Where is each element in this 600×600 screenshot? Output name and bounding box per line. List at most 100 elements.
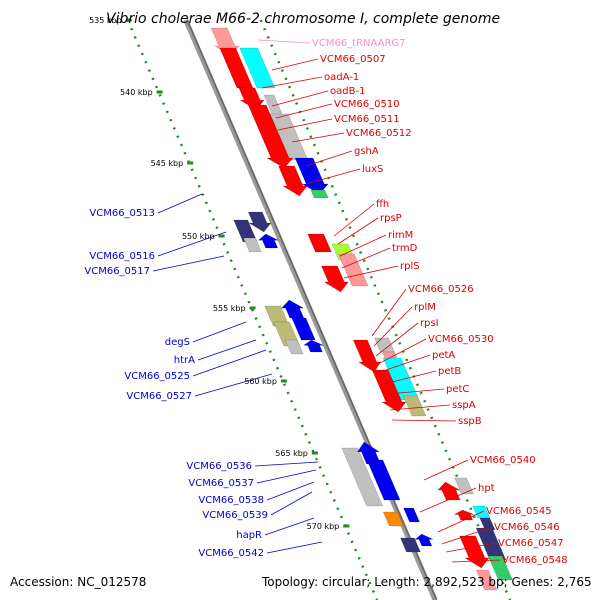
- kbp-tick: 560 kbp: [244, 377, 287, 386]
- inner-track-dots: [126, 19, 379, 600]
- gene-label-forward: VCM66_0548: [502, 555, 568, 566]
- tick-label: 550 kbp: [182, 232, 215, 241]
- gene-label-forward: VCM66_0547: [498, 538, 564, 549]
- label-leader: [270, 491, 313, 516]
- gene-label-forward: VCM66_0512: [346, 128, 412, 139]
- gene-feature: [454, 477, 474, 495]
- gene-feature: [247, 211, 272, 233]
- genome-backbone: [183, 19, 438, 600]
- label-leader: [305, 168, 361, 185]
- label-leader: [437, 510, 485, 533]
- label-leader: [419, 487, 477, 513]
- gene-feature: [459, 535, 490, 569]
- gene-feature: [233, 219, 258, 243]
- gene-feature: [403, 395, 427, 417]
- label-leader: [194, 373, 273, 397]
- gene-label-forward: rplM: [414, 302, 436, 313]
- gene-feature: [374, 337, 395, 353]
- label-leader: [343, 265, 399, 279]
- label-leader: [441, 526, 493, 545]
- label-leader: [377, 338, 427, 365]
- gene-feature: [307, 233, 332, 253]
- gene-features: [210, 27, 513, 591]
- gene-feature: [453, 509, 475, 521]
- outer-track-dots: [259, 19, 512, 600]
- label-leader: [387, 388, 445, 395]
- gene-feature: [341, 447, 384, 507]
- label-leader: [264, 517, 315, 536]
- gene-label-forward: rpsP: [380, 213, 402, 224]
- gene-feature: [403, 507, 420, 523]
- tick-label: 565 kbp: [275, 449, 308, 458]
- gene-feature: [414, 533, 434, 547]
- map-title: Vibrio cholerae M66-2 chromosome I, comp…: [106, 11, 500, 27]
- gene-label-forward: trmD: [392, 243, 418, 254]
- gene-label-forward: rplS: [400, 261, 420, 272]
- label-leader: [291, 132, 345, 143]
- gene-label-forward: VCM66_0540: [470, 455, 536, 466]
- gene-label-forward: hpt: [478, 483, 495, 494]
- gene-feature: [247, 104, 294, 169]
- gene-feature: [352, 339, 382, 373]
- label-leader: [277, 118, 333, 131]
- kbp-tick: 565 kbp: [275, 449, 318, 458]
- tick-label: 555 kbp: [213, 304, 246, 313]
- label-leader: [271, 90, 329, 107]
- label-leader: [157, 231, 227, 257]
- tick-label: 535 kbp: [89, 16, 122, 25]
- gene-feature: [257, 233, 279, 249]
- tick-label: 560 kbp: [244, 377, 277, 386]
- gene-label-forward: VCM66_0511: [334, 114, 400, 125]
- gene-label-forward: sspB: [458, 416, 482, 427]
- gene-feature: [337, 253, 369, 287]
- label-leader: [337, 217, 379, 245]
- label-leader: [157, 193, 203, 214]
- gene-label-forward: oadB-1: [330, 86, 365, 97]
- gene-label-reverse: VCM66_0542: [198, 548, 264, 559]
- gene-label-reverse: VCM66_0538: [198, 495, 264, 506]
- gene-label-forward: VCM66_0507: [320, 54, 386, 65]
- gene-label-reverse: VCM66_0513: [89, 208, 155, 219]
- gene-feature: [294, 157, 329, 195]
- gene-feature: [371, 369, 407, 413]
- gene-label-forward: rimM: [388, 230, 413, 241]
- gene-feature: [291, 317, 316, 341]
- label-leader: [383, 370, 437, 385]
- label-leader-lines: [152, 39, 501, 563]
- backbone-shadow: [186, 19, 438, 600]
- label-leader: [333, 203, 375, 237]
- kbp-tick: 550 kbp: [182, 232, 225, 241]
- label-leader: [373, 306, 413, 347]
- kbp-tick: 555 kbp: [213, 304, 256, 313]
- dotted-tracks: [126, 19, 512, 600]
- genome-summary-text: Topology: circular; Length: 2,892,523 bp…: [261, 575, 592, 589]
- gene-label-forward: sspA: [452, 400, 476, 411]
- label-leader: [305, 150, 353, 167]
- label-leader: [197, 339, 257, 361]
- kbp-tick: 535 kbp: [89, 16, 132, 25]
- gene-feature: [400, 537, 421, 553]
- gene-label-reverse: VCM66_0525: [124, 371, 190, 382]
- gene-label-forward: VCM66_tRNAARG7: [312, 38, 406, 49]
- label-leader: [275, 103, 333, 119]
- tick-label: 545 kbp: [151, 159, 184, 168]
- gene-feature: [310, 189, 329, 199]
- gene-label-forward: ffh: [376, 199, 389, 210]
- label-leader: [371, 288, 407, 337]
- gene-feature: [366, 459, 401, 501]
- accession-text: Accession: NC_012578: [10, 575, 146, 589]
- label-leader: [341, 247, 391, 269]
- gene-label-forward: VCM66_0530: [428, 334, 494, 345]
- gene-label-reverse: degS: [165, 337, 190, 348]
- gene-label-forward: oadA-1: [324, 72, 359, 83]
- gene-feature: [437, 481, 461, 501]
- gene-label-forward: gshA: [354, 146, 379, 157]
- label-leader: [389, 404, 451, 411]
- gene-feature: [278, 165, 308, 197]
- gene-label-reverse: VCM66_0537: [188, 478, 254, 489]
- gene-label-forward: rpsI: [420, 318, 439, 329]
- backbone-line: [183, 19, 438, 600]
- gene-label-reverse: htrA: [174, 355, 195, 366]
